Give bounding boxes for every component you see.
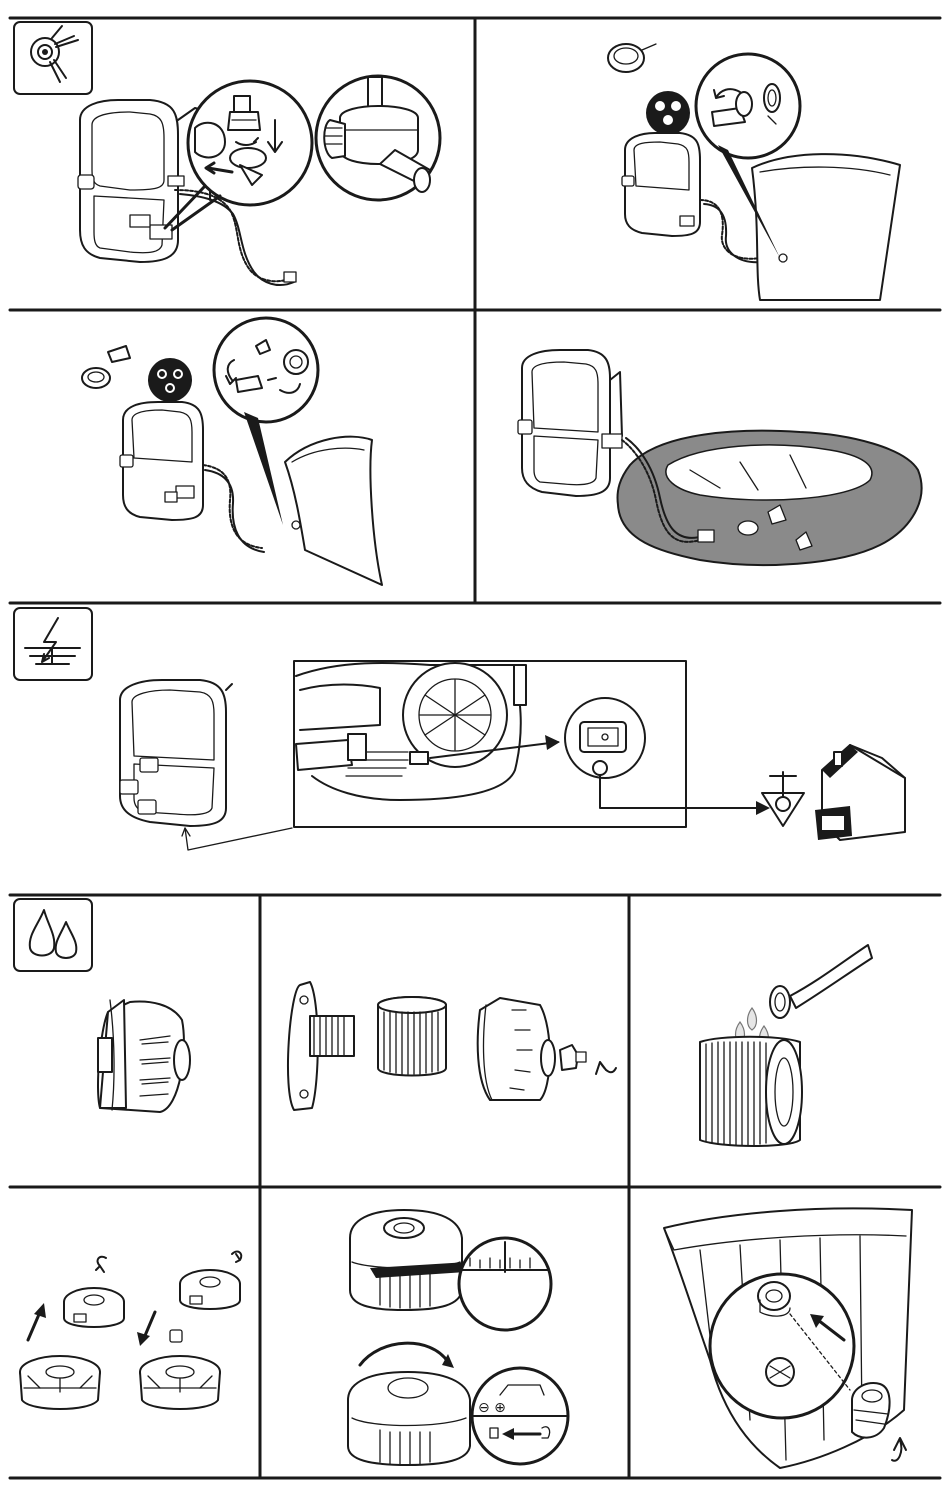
panel-filter-lock: ⊖ ⊕ xyxy=(348,1210,568,1465)
panel-filter-disassembly xyxy=(288,982,616,1110)
panel-pool-connect-alt xyxy=(82,318,382,585)
filter-housing-symbols: ⊖ ⊕ xyxy=(478,1400,506,1416)
panel-pool-fill xyxy=(518,350,922,565)
lock-symbols: ⊖ ⊕ xyxy=(478,1400,506,1416)
hose-connector-icon xyxy=(14,22,92,94)
panel-rinse-filter xyxy=(700,945,872,1146)
panel-drain-plug xyxy=(664,1208,912,1468)
panel-grounding xyxy=(120,661,905,850)
electrical-ground-icon xyxy=(14,608,92,680)
panel-hose-connection xyxy=(78,76,440,285)
panel-filter-housing xyxy=(98,1000,190,1112)
panel-pool-connect xyxy=(608,44,900,300)
water-drops-icon xyxy=(14,899,92,971)
panel-cap-reassembly xyxy=(20,1252,241,1409)
